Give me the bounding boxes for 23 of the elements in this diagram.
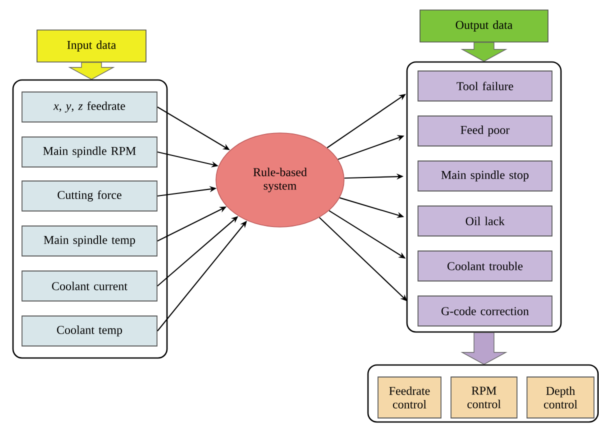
input-box: Cutting force [22, 180, 158, 212]
input-label-box: Input data [36, 30, 146, 62]
output-box: G-code correction [418, 296, 552, 326]
container-box [12, 79, 168, 359]
input-box: Coolant current [22, 270, 158, 302]
block-arrow [460, 42, 508, 62]
container-box [406, 61, 562, 333]
input-box: Main spindle temp [22, 226, 158, 256]
control-box: RPM control [450, 376, 518, 418]
block-arrow [460, 332, 508, 365]
output-box: Oil lack [418, 206, 552, 236]
output-box: Feed poor [418, 116, 552, 146]
control-box: Depth control [526, 376, 594, 418]
control-box: Feedrate control [378, 376, 442, 418]
output-box: Coolant trouble [418, 250, 552, 282]
input-box: x, y, z feedrate [22, 92, 158, 122]
output-box: Tool failure [418, 70, 552, 102]
output-label-box: Output data [420, 10, 548, 42]
container-box [367, 364, 599, 423]
input-box: Coolant temp [22, 316, 158, 346]
input-box: Main spindle RPM [22, 136, 158, 168]
block-arrow [68, 62, 115, 80]
output-box: Main spindle stop [418, 160, 552, 192]
